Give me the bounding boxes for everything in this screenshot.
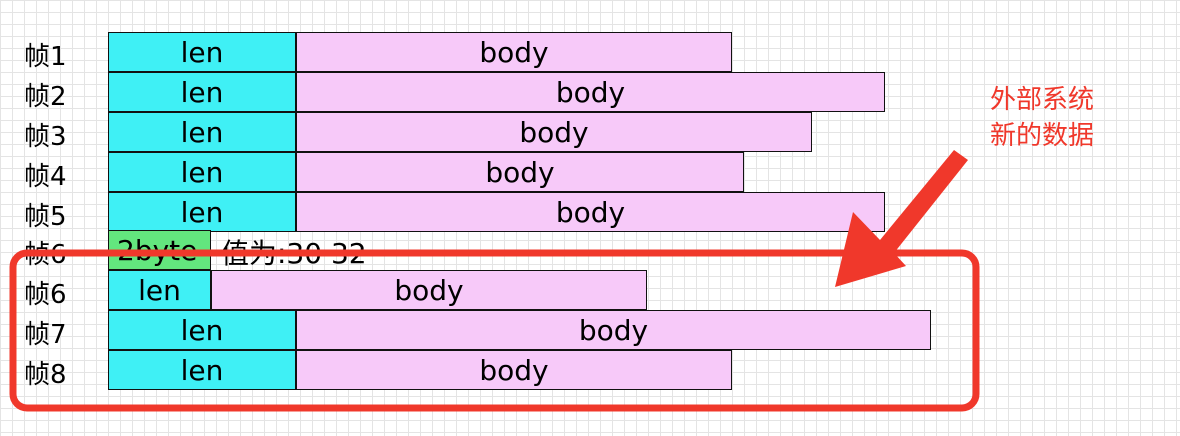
frame-segment-body: body: [296, 192, 885, 232]
annotation-line-1: 外部系统: [990, 85, 1095, 115]
frame-segment-body: body: [211, 270, 647, 310]
frame-label: 帧1: [24, 42, 67, 72]
frame-segment-len: len: [108, 310, 296, 350]
frame-segment-len: len: [108, 32, 296, 72]
frame-label: 帧7: [24, 320, 67, 350]
frame-segment-body: body: [296, 350, 732, 390]
frame-label: 帧6: [24, 240, 67, 270]
frame-segment-body: body: [296, 72, 885, 112]
frame-segment-header: 2byte: [108, 230, 211, 270]
frame-label: 帧6: [24, 280, 67, 310]
annotation-line-2: 新的数据: [990, 121, 1095, 151]
frame-label: 帧4: [24, 162, 67, 192]
frame-label: 帧5: [24, 202, 67, 232]
new-data-annotation: 外部系统 新的数据: [990, 82, 1094, 154]
frame-segment-value: 值为:30 32: [221, 237, 367, 270]
frame-segment-len: len: [108, 72, 296, 112]
frame-segment-len: len: [108, 152, 296, 192]
frame-segment-len: len: [108, 270, 211, 310]
frame-segment-len: len: [108, 192, 296, 232]
frame-label: 帧2: [24, 82, 67, 112]
frame-label: 帧8: [24, 360, 67, 390]
frame-segment-body: body: [296, 152, 744, 192]
frame-segment-body: body: [296, 112, 812, 152]
frame-segment-body: body: [296, 310, 931, 350]
frame-segment-len: len: [108, 350, 296, 390]
frame-segment-body: body: [296, 32, 732, 72]
frame-segment-len: len: [108, 112, 296, 152]
frame-label: 帧3: [24, 122, 67, 152]
